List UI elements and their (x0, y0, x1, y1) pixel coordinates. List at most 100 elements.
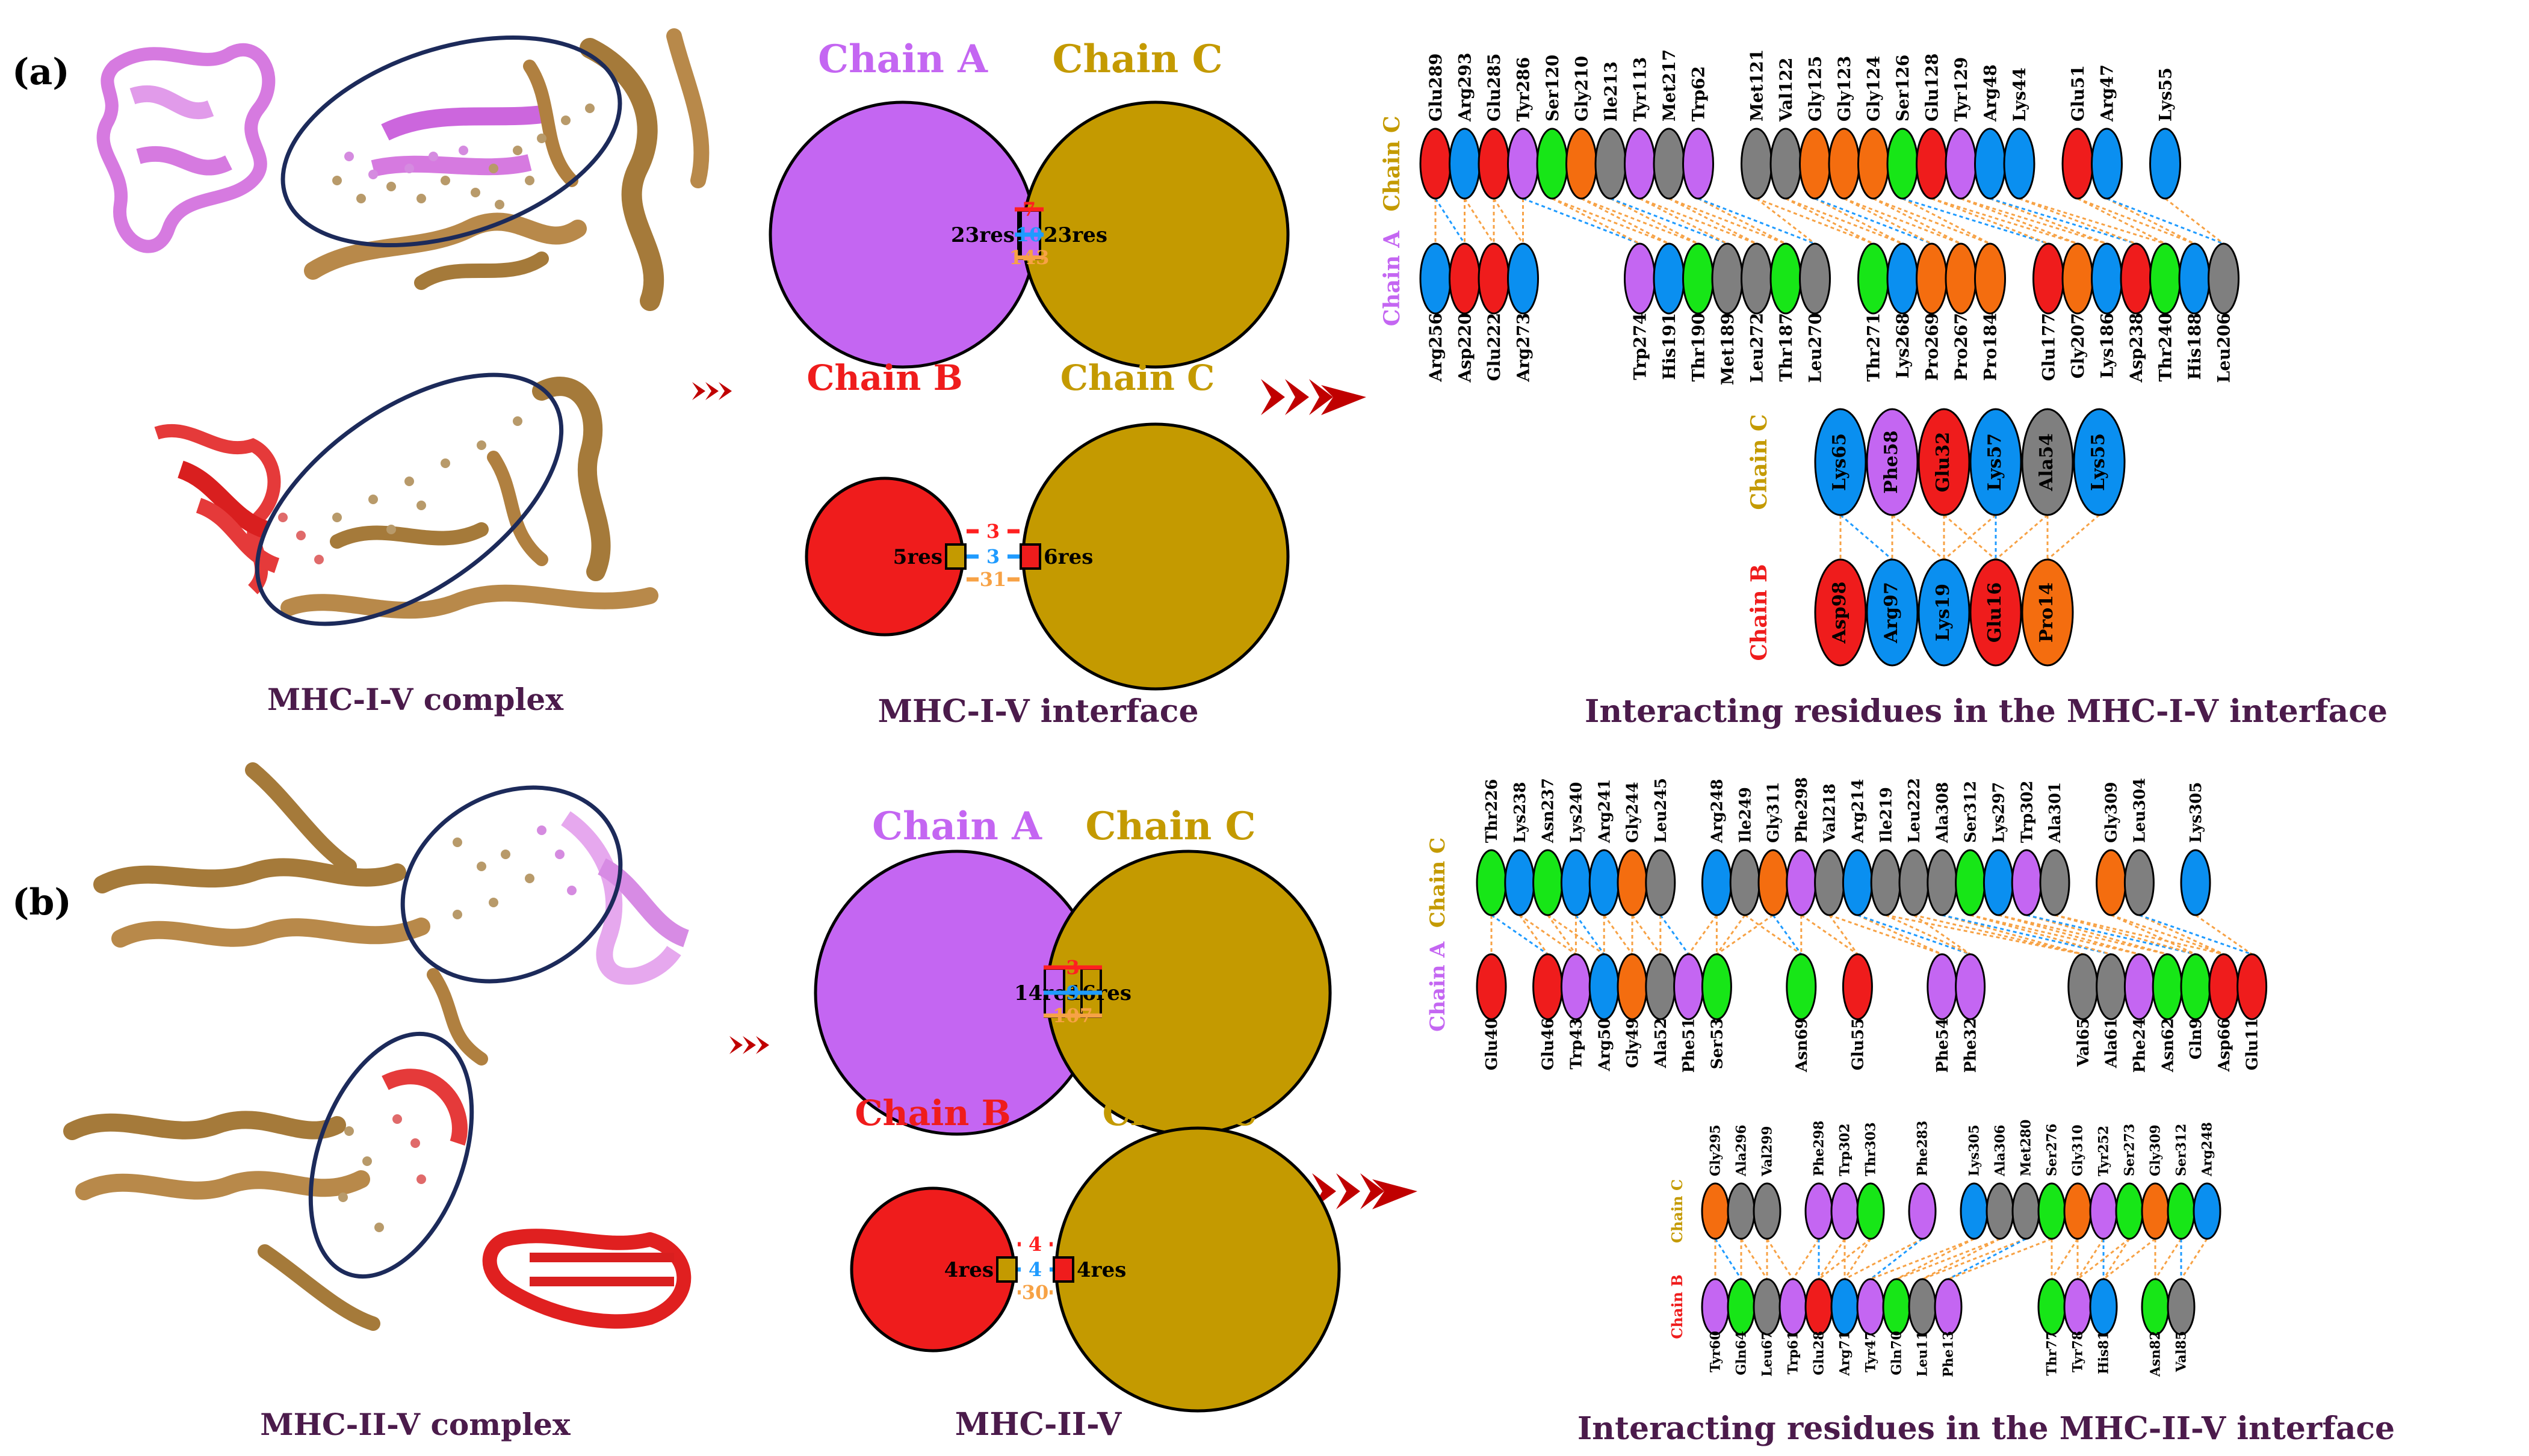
residue-label: Gly309 (2148, 1124, 2164, 1176)
residue-node (1507, 128, 1539, 200)
residue-node (1769, 242, 1802, 315)
panel-a-letter: (a) (12, 51, 70, 93)
residue-label: Asn69 (1793, 1018, 1811, 1073)
residue-node (1753, 1278, 1781, 1336)
residue-contact-line (1948, 1238, 2026, 1280)
residue-contact-line (1892, 514, 1945, 561)
residue-node (2167, 1278, 2196, 1336)
residue-block-top-chain-label: Chain C (1379, 116, 1405, 211)
residue-contact-line (1828, 915, 1859, 955)
residue-contact-line (1913, 914, 2084, 955)
residue-contact-line (1756, 197, 1874, 245)
residue-label: Ser126 (1893, 55, 1913, 122)
residue-label: Ile213 (1601, 61, 1621, 122)
mhc2-complex-caption: MHC-II-V complex (260, 1407, 571, 1442)
residue-contact-line (2026, 914, 2168, 955)
residue-contact-line (1896, 1238, 1975, 1280)
residue-node (1828, 128, 1860, 200)
residue-contact-line (1792, 1238, 1820, 1280)
residue-node (1645, 953, 1676, 1020)
residue-node (1986, 1182, 2014, 1240)
residue-node (1856, 1278, 1885, 1336)
residue-contact-line (2026, 914, 2196, 955)
residue-contact-line (1610, 197, 1699, 245)
residue-node (1419, 128, 1452, 200)
residue-node (1778, 1278, 1807, 1336)
residue-label: Met217 (1659, 49, 1679, 122)
residue-contact-lines (1434, 197, 2224, 245)
residue-node (2003, 128, 2035, 200)
residue-label: Lys240 (1568, 782, 1586, 843)
residue-node (2021, 558, 2074, 667)
residue-label: Gly123 (1834, 56, 1854, 122)
residue-contact-line (1843, 1238, 1872, 1280)
residue-contact-line (1493, 198, 1524, 244)
residue-label: Tyr60 (1708, 1331, 1724, 1372)
residue-contact-line (1960, 197, 2107, 245)
residue-node (1983, 849, 2014, 916)
residue-label: Trp302 (1837, 1123, 1853, 1176)
residue-node (1918, 408, 1970, 516)
residue-contact-line (1840, 514, 1893, 561)
residue-contact-line (1552, 197, 1641, 245)
interface-right-chain-title: Chain C (1053, 37, 1223, 82)
residue-label: Lys55 (2088, 433, 2109, 491)
residue-contact-line (1818, 1238, 1846, 1280)
residue-contact-line (1943, 514, 1996, 561)
residue-node (1478, 128, 1510, 200)
interface-left-residue-count: 23res (951, 223, 1015, 247)
residue-label: Arg273 (1513, 313, 1533, 383)
residue-node (1814, 408, 1867, 516)
residue-node (1974, 128, 2006, 200)
residue-contact-line (1902, 197, 2049, 245)
residue-label: His191 (1659, 313, 1679, 380)
residue-contact-line (2077, 197, 2166, 245)
interface-right-residue-count: 23res (1044, 223, 1107, 247)
residue-label: Trp302 (2018, 780, 2036, 843)
residue-label: Asp98 (1829, 582, 1850, 644)
interface-right-chain-title: Chain C (1086, 804, 1256, 849)
mhc2-chainA-interface-ellipse (400, 785, 623, 984)
residue-contact-line (2102, 1238, 2131, 1280)
residue-label: Gly125 (1805, 56, 1825, 122)
residue-contact-line (2138, 914, 2253, 955)
residue-node (1856, 1182, 1885, 1240)
residue-label: Thr240 (2155, 313, 2175, 381)
residue-contact-line (1814, 197, 1903, 245)
residue-node (1969, 558, 2022, 667)
residue-contact-line (2047, 514, 2100, 561)
residue-node (1945, 242, 1977, 315)
residue-label: Lys297 (1990, 782, 2008, 843)
residue-contact-line (2164, 197, 2224, 245)
residue-label: Trp62 (1688, 66, 1708, 122)
residue-node (1753, 1182, 1781, 1240)
residue-label: Val299 (1760, 1126, 1775, 1177)
residue-label: Gln9 (2187, 1018, 2205, 1060)
residue-node (1757, 849, 1789, 916)
residue-contact-line (2054, 914, 2196, 955)
residue-node (1741, 242, 1772, 315)
residue-contact-line (1688, 915, 1718, 955)
residue-contact-line (2076, 1238, 2105, 1280)
residue-label: Ala308 (1934, 782, 1952, 844)
residue-node (2123, 953, 2155, 1020)
residue-label: Pro267 (1951, 313, 1971, 381)
residue-label: Tyr47 (1863, 1331, 1879, 1372)
residue-label: Phe283 (1915, 1121, 1931, 1176)
residue-node (1857, 242, 1889, 315)
residue-contact-line (1547, 915, 1577, 955)
residue-label: Ser53 (1709, 1018, 1727, 1069)
residue-label: Glu28 (1812, 1331, 1827, 1375)
residue-block-bottom-chain-label: Chain A (1426, 942, 1450, 1032)
residue-node (2096, 953, 2127, 1020)
residue-node (1830, 1278, 1859, 1336)
residue-label: Thr271 (1863, 313, 1883, 381)
residue-contact-line (1844, 1238, 1923, 1280)
residue-label: Pro269 (1922, 313, 1942, 381)
residue-label: Asn237 (1540, 778, 1558, 844)
residue-contact-line (1668, 197, 1757, 245)
residue-contact-line (2180, 1238, 2208, 1280)
